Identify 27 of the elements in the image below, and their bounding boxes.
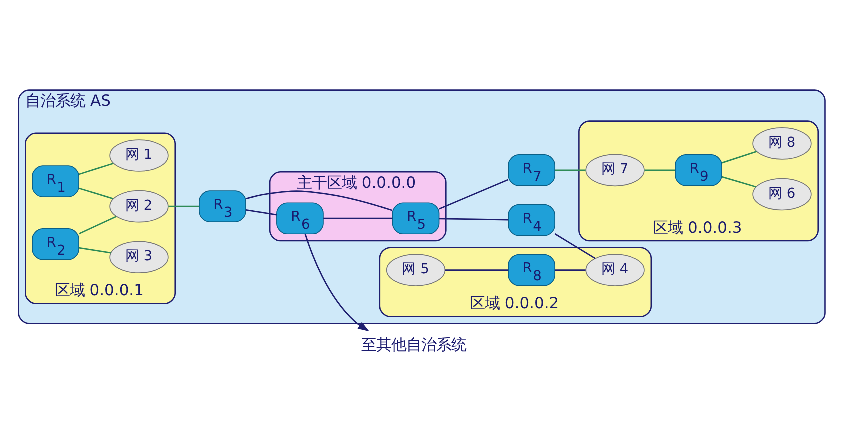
connector [722,150,758,164]
connector [555,269,586,270]
connector [246,209,277,216]
connector [246,190,393,211]
node-ellipse: 网 1 [110,139,169,172]
connector [439,218,508,220]
node-ellipse: 网 2 [110,190,169,222]
arrow [304,234,370,332]
node-ellipse: 网 8 [752,127,812,160]
connector [78,162,114,175]
node-ellipse: 网 6 [752,178,812,210]
node-ellipse: 网 5 [386,254,446,286]
connector [445,269,509,270]
connector [79,187,114,200]
connector [79,246,112,254]
connector [554,233,596,259]
connector [439,178,509,210]
connector [78,216,117,234]
node-ellipse: 网 4 [586,254,645,286]
connector [324,217,393,219]
connector [168,205,200,207]
connector [722,176,756,188]
node-ellipse: 网 7 [586,154,645,186]
node-text: 至其他自治系统 [361,335,466,354]
connector [555,169,586,171]
connector [644,169,676,171]
node-ellipse: 网 3 [110,240,169,274]
